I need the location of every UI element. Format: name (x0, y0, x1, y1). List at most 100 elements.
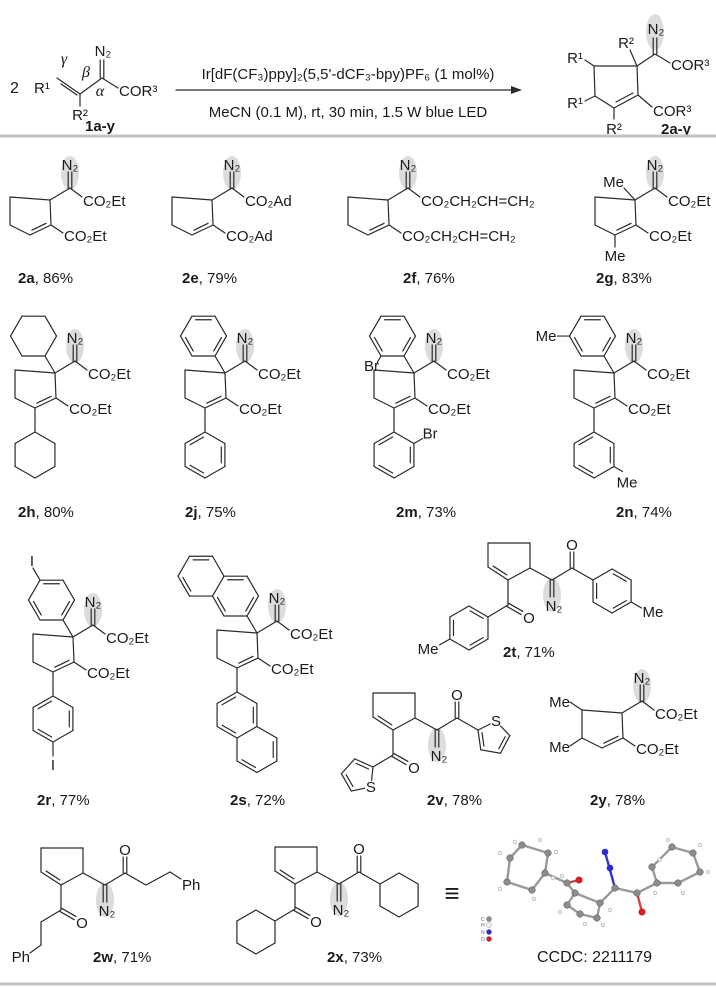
ester-group-bottom: CO₂Et (649, 228, 692, 245)
bond (184, 336, 194, 352)
bond (92, 624, 106, 635)
bond (593, 465, 615, 479)
bond (573, 369, 615, 374)
carbon-atom (528, 886, 536, 894)
diazo-n2-label: N₂ (431, 748, 448, 765)
bond (69, 187, 83, 198)
bond (633, 360, 647, 371)
reaction-arrow: Ir[dF(CF₃)ppy]₂(5,5'-dCF₃-bpy)PF₆ (1 mol… (175, 66, 522, 121)
bond (214, 335, 228, 357)
sulfur-label: S (366, 779, 376, 796)
bond (634, 187, 656, 201)
ester-group-top: CO₂Et (106, 630, 149, 647)
bond (14, 465, 36, 479)
bond (438, 638, 451, 646)
iodo-label: I (51, 757, 55, 774)
bond (436, 717, 458, 731)
carbon-atom (653, 879, 661, 887)
diazo-highlight (330, 882, 348, 916)
bond (246, 575, 260, 597)
bond (246, 595, 260, 617)
compound-label: 2x, 73% (327, 949, 382, 966)
diazo-n2-label: N₂ (634, 670, 651, 687)
compound-id: 2s (230, 792, 247, 809)
crystal-bond (544, 871, 568, 885)
bond (584, 59, 595, 67)
bond (616, 222, 632, 231)
hydrogen-atom (657, 857, 663, 863)
arrow-head-icon (511, 86, 522, 94)
bond (34, 431, 56, 445)
bond (372, 754, 394, 768)
bond (413, 360, 435, 374)
bond (224, 372, 227, 399)
bond (593, 65, 596, 97)
diazo-highlight (84, 593, 102, 627)
ester-group-top: CO₂Et (83, 193, 126, 210)
bond (613, 372, 616, 399)
bond (295, 906, 311, 917)
diazo-n2-label: N₂ (648, 21, 665, 38)
crystal-bond (531, 872, 546, 891)
crystal-bond (521, 843, 549, 855)
ester-group-top: CO₂Et (290, 626, 333, 643)
diazo-highlight (633, 669, 651, 703)
bond (255, 909, 276, 922)
diazo-n2-label: N₂ (95, 43, 112, 60)
ester-group-top: CO₂Et (668, 193, 711, 210)
carbon-atom (689, 849, 697, 857)
compound-yield: , 79% (199, 270, 237, 287)
bond (573, 397, 595, 409)
bond (256, 620, 278, 634)
bond (387, 187, 409, 201)
bond (211, 595, 225, 617)
bond (14, 397, 36, 409)
bond (206, 395, 222, 404)
legend-atom-swatch (486, 929, 492, 935)
bond (44, 315, 58, 337)
r2-top-label: R² (618, 35, 634, 52)
ester-group-top: CO₂Et (655, 706, 698, 723)
bond (213, 336, 223, 352)
compound-id: 2h (18, 504, 36, 521)
bond (177, 575, 191, 597)
ester-group-bottom: CO₂Et (87, 665, 130, 682)
bond (373, 336, 383, 352)
gamma-label: γ (61, 51, 68, 68)
crystal-bond (636, 881, 658, 895)
bond (241, 759, 257, 769)
hydrogen-atom (512, 839, 518, 845)
bond (578, 464, 594, 474)
bond (171, 196, 213, 201)
diazo-n2-label: N₂ (647, 157, 664, 174)
bond (347, 196, 389, 201)
sulfur-label: S (491, 713, 501, 730)
hydrogen-atom (497, 850, 503, 856)
methyl-label: Me (603, 174, 624, 191)
bond (569, 701, 583, 711)
reactant-structure: R¹ N₂ COR³ R² γ β α 1a-y (34, 43, 157, 135)
bond (613, 94, 639, 109)
carbon-atom (506, 854, 514, 862)
bond (568, 315, 582, 337)
diazo-highlight (268, 589, 286, 623)
label-mask (364, 780, 377, 793)
compound-label: 2e, 79% (182, 270, 237, 287)
bond (602, 336, 612, 352)
bond (611, 601, 632, 614)
ester-group-top: CO₂CH₂CH=CH₂ (421, 193, 535, 210)
methyl-label: Me (549, 694, 570, 711)
bond (62, 619, 74, 638)
compound-yield: , 73% (418, 504, 456, 521)
bond (594, 224, 616, 236)
bond (211, 575, 225, 597)
bond (637, 94, 653, 108)
bond (44, 355, 56, 374)
bond (573, 336, 583, 352)
bond (9, 196, 51, 201)
compound-yield: , 74% (634, 504, 672, 521)
carbonyl-oxygen-label: O (310, 914, 322, 931)
